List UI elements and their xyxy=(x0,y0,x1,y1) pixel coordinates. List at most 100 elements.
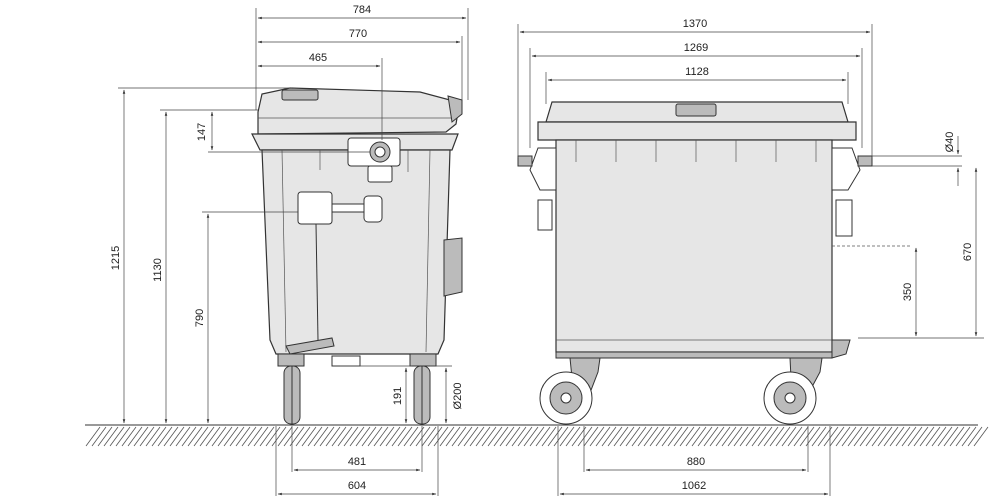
side-wheel-bracket-rear xyxy=(409,353,437,367)
hatch-line xyxy=(619,426,635,447)
dim-trunnion-diameter: Ø40 xyxy=(944,132,956,153)
hatch-line xyxy=(433,426,449,447)
front-view-container xyxy=(517,101,912,425)
front-trunnion-left xyxy=(517,155,533,167)
hatch-line xyxy=(523,426,539,447)
hatch-line xyxy=(541,426,557,447)
hatch-line xyxy=(901,426,917,447)
front-dimensions: 1370 1269 1128 Ø40 670 350 880 1062 xyxy=(517,18,984,496)
hatch-line xyxy=(355,426,371,447)
hatch-line xyxy=(505,426,521,447)
hatch-line xyxy=(481,426,497,447)
side-view-container xyxy=(251,87,463,425)
hatch-line xyxy=(193,426,209,447)
hatch-line xyxy=(91,426,107,447)
dim-770: 770 xyxy=(349,28,367,40)
hatch-line xyxy=(529,426,545,447)
hatch-line xyxy=(667,426,683,447)
side-wheel-bracket-front xyxy=(277,353,305,367)
hatch-line xyxy=(733,426,749,447)
hatch-line xyxy=(307,426,323,447)
dim-wheel-diameter: Ø200 xyxy=(452,383,464,410)
hatch-line xyxy=(835,426,851,447)
hatch-line xyxy=(793,426,809,447)
dim-481: 481 xyxy=(348,456,366,468)
hatch-line xyxy=(847,426,863,447)
hatch-line xyxy=(949,426,965,447)
hatch-line xyxy=(865,426,881,447)
hatch-line xyxy=(697,426,713,447)
hatch-line xyxy=(709,426,725,447)
side-body xyxy=(261,149,451,355)
hatch-line xyxy=(325,426,341,447)
hatch-line xyxy=(295,426,311,447)
hatch-line xyxy=(85,426,101,447)
hatch-line xyxy=(637,426,653,447)
hatch-line xyxy=(277,426,293,447)
dim-1128: 1128 xyxy=(685,66,709,78)
ground-hatching xyxy=(85,426,989,447)
hatch-line xyxy=(115,426,131,447)
dim-1062: 1062 xyxy=(682,480,706,492)
hatch-line xyxy=(517,426,533,447)
hatch-line xyxy=(625,426,641,447)
hatch-line xyxy=(961,426,977,447)
hatch-line xyxy=(691,426,707,447)
hatch-line xyxy=(595,426,611,447)
hatch-line xyxy=(775,426,791,447)
hatch-line xyxy=(841,426,857,447)
hatch-line xyxy=(661,426,677,447)
hatch-line xyxy=(763,426,779,447)
hatch-line xyxy=(271,426,287,447)
hatch-line xyxy=(427,426,443,447)
hatch-line xyxy=(745,426,761,447)
hatch-line xyxy=(253,426,269,447)
hatch-line xyxy=(469,426,485,447)
hatch-line xyxy=(943,426,959,447)
hatch-line xyxy=(217,426,233,447)
hatch-line xyxy=(919,426,935,447)
hatch-line xyxy=(673,426,689,447)
hatch-line xyxy=(205,426,221,447)
hatch-line xyxy=(589,426,605,447)
hatch-line xyxy=(757,426,773,447)
side-lid-handle xyxy=(281,89,319,101)
dim-790: 790 xyxy=(194,309,206,327)
hatch-line xyxy=(109,426,125,447)
side-hinge xyxy=(447,95,463,123)
hatch-line xyxy=(679,426,695,447)
hatch-line xyxy=(445,426,461,447)
dim-147: 147 xyxy=(196,123,208,141)
hatch-line xyxy=(361,426,377,447)
hatch-line xyxy=(499,426,515,447)
hatch-line xyxy=(301,426,317,447)
hatch-line xyxy=(319,426,335,447)
hatch-line xyxy=(583,426,599,447)
dim-465: 465 xyxy=(309,52,327,64)
hatch-line xyxy=(283,426,299,447)
hatch-line xyxy=(787,426,803,447)
hatch-line xyxy=(397,426,413,447)
hatch-line xyxy=(175,426,191,447)
hatch-line xyxy=(553,426,569,447)
hatch-line xyxy=(601,426,617,447)
dim-1130: 1130 xyxy=(152,258,164,282)
hatch-line xyxy=(925,426,941,447)
hatch-line xyxy=(535,426,551,447)
hatch-line xyxy=(649,426,665,447)
hatch-line xyxy=(259,426,275,447)
hatch-line xyxy=(631,426,647,447)
hatch-line xyxy=(223,426,239,447)
hatch-line xyxy=(145,426,161,447)
ground xyxy=(85,424,989,447)
hatch-line xyxy=(967,426,983,447)
hatch-line xyxy=(463,426,479,447)
hatch-line xyxy=(247,426,263,447)
front-rim xyxy=(537,121,857,141)
hatch-line xyxy=(751,426,767,447)
hatch-line xyxy=(451,426,467,447)
hatch-line xyxy=(829,426,845,447)
hatch-line xyxy=(643,426,659,447)
side-foot-pedal xyxy=(285,337,335,355)
